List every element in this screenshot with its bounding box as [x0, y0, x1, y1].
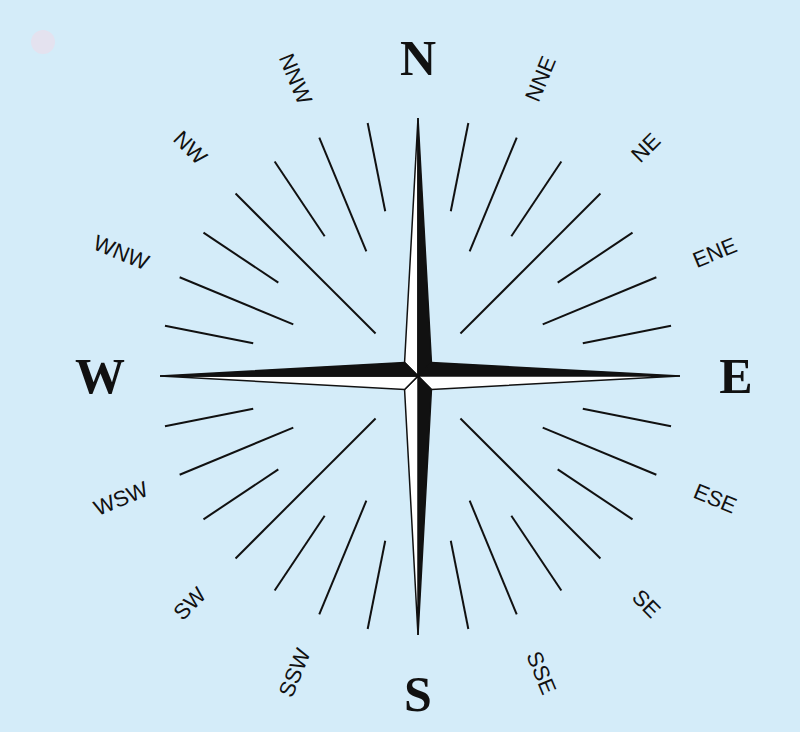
cardinal-label: E	[719, 351, 752, 401]
compass-ray	[180, 428, 294, 475]
star-point	[160, 376, 418, 389]
compass-star	[160, 118, 680, 635]
star-point	[405, 118, 418, 376]
corner-dot	[31, 30, 55, 54]
star-point	[418, 376, 680, 389]
cardinal-label: N	[400, 33, 436, 83]
compass-ray	[511, 161, 561, 236]
compass-ray	[451, 541, 469, 629]
star-point	[418, 118, 431, 376]
compass-ray	[165, 409, 253, 427]
compass-ray	[558, 233, 633, 283]
compass-ray	[319, 138, 366, 252]
compass-ray	[275, 161, 325, 236]
compass-ray	[236, 418, 376, 558]
compass-ray	[470, 138, 517, 252]
star-point	[160, 363, 418, 376]
star-point	[405, 376, 418, 635]
compass-ray	[583, 326, 671, 344]
compass-ray	[236, 194, 376, 334]
cardinal-label: W	[75, 351, 125, 401]
compass-ray	[470, 501, 517, 615]
compass-ray	[451, 123, 469, 211]
star-point	[418, 363, 680, 376]
compass-ray	[460, 418, 600, 558]
compass-ray	[368, 123, 386, 211]
compass-ray	[275, 516, 325, 591]
compass-ray	[165, 326, 253, 344]
compass-ray	[368, 541, 386, 629]
compass-ray	[203, 233, 278, 283]
compass-ray	[511, 516, 561, 591]
star-point	[418, 376, 431, 635]
compass-ray	[319, 501, 366, 615]
compass-ray	[460, 194, 600, 334]
compass-ray	[543, 277, 657, 324]
compass-ray	[543, 428, 657, 475]
compass-ray	[203, 469, 278, 519]
compass-ray	[180, 277, 294, 324]
compass-ray	[583, 409, 671, 427]
compass-ray	[558, 469, 633, 519]
cardinal-label: S	[404, 669, 432, 719]
